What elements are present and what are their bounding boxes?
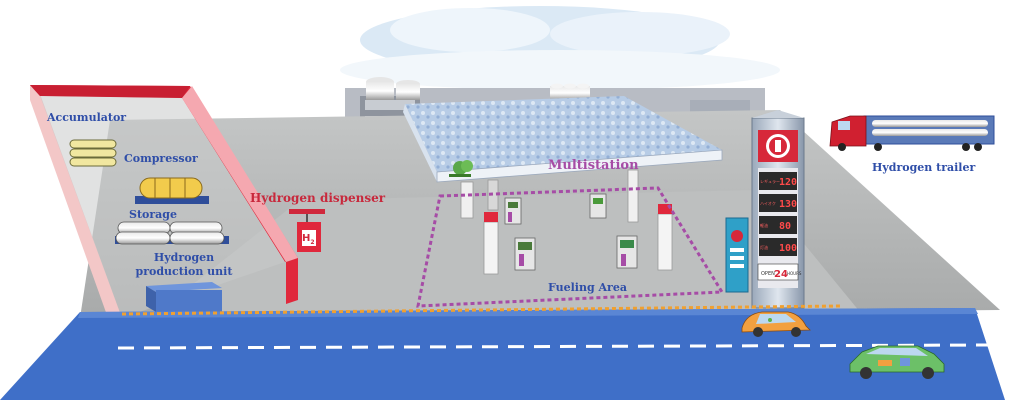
fuel-pump-icon [514, 237, 536, 271]
price-row-bg [759, 238, 797, 256]
accumulator-label: Accumulator [47, 111, 127, 124]
fueling-area-label: Fueling Area [548, 281, 627, 294]
canopy [403, 96, 723, 183]
price-row-tag: 軽油 [760, 222, 768, 228]
fuel-pump-icon [504, 197, 522, 225]
fueling-area-outline [416, 186, 725, 308]
road-center-line [117, 343, 991, 350]
price-row-tag: レギュラー [760, 178, 780, 184]
compressor-label: Compressor [124, 152, 198, 165]
compressor-icon [135, 177, 209, 204]
car-icon [741, 311, 811, 337]
price-row-value: 80 [779, 221, 791, 232]
canopy-logo-icon [449, 160, 473, 177]
h2-sign: H2 [302, 233, 315, 246]
fuel-pump-icon [589, 193, 607, 219]
hours-number: 24 [774, 269, 788, 280]
price-row-bg [759, 172, 797, 190]
station-forecourt [150, 190, 860, 318]
cloud-icon [340, 6, 780, 90]
h2-sign-subscript: 2 [310, 239, 315, 246]
side-signboard [725, 217, 749, 293]
truck-icon [829, 115, 995, 151]
fuel-pump-icon [616, 235, 638, 269]
hours-suffix: HOURS [787, 271, 802, 276]
canopy-pillars [460, 169, 673, 275]
hydrogen-trailer-label: Hydrogen trailer [872, 161, 976, 174]
multistation-label: Multistation [548, 158, 639, 173]
production-unit-label-line2: production unit [135, 265, 233, 278]
h2-sign-text: H [302, 233, 311, 244]
price-row-value: 130 [779, 199, 797, 210]
road [0, 308, 1005, 400]
hours-prefix: OPEN [761, 271, 775, 277]
station-boundary-line [121, 304, 841, 316]
storage-tanks-icon [115, 221, 229, 245]
production-unit-icon [146, 282, 222, 312]
production-unit-label: Hydrogen production unit [134, 251, 234, 279]
price-row-tag: ハイオク [760, 200, 776, 206]
road-edge [78, 308, 978, 318]
production-unit-label-line1: Hydrogen [153, 251, 215, 264]
price-row-bg [759, 216, 797, 234]
price-row-tag: 灯油 [760, 244, 768, 250]
hydrogen-dispenser-label: Hydrogen dispenser [250, 191, 386, 205]
storage-label: Storage [129, 208, 177, 221]
accumulator-icon [69, 139, 117, 167]
car-icon [849, 345, 945, 379]
hydrogen-dispenser-icon [289, 209, 325, 252]
price-row-value: 120 [779, 177, 797, 188]
price-row-bg [759, 194, 797, 212]
price-row-value: 100 [779, 243, 797, 254]
